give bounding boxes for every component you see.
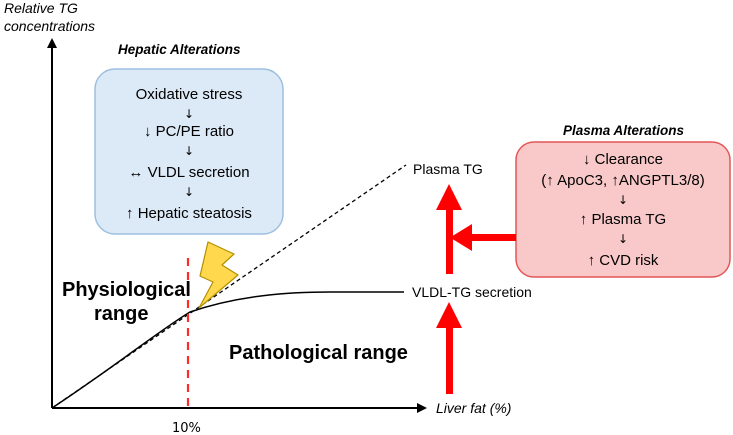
plasma-box <box>515 141 731 278</box>
lightning-icon <box>198 241 239 309</box>
plasma-arrow-0: ↓ <box>618 193 628 207</box>
vldl-curve <box>51 291 404 409</box>
vldl-label: VLDL-TG secretion <box>412 284 532 300</box>
hepatic-title: Hepatic Alterations <box>118 42 241 57</box>
red-arrow-up-upper <box>436 184 462 274</box>
hepatic-item-3: ↑ Hepatic steatosis <box>126 205 252 222</box>
plasma-item-2: ↑ Plasma TG <box>580 211 666 228</box>
plasma-tg-label: Plasma TG <box>413 161 483 177</box>
plasma-item-0: ↓ Clearance <box>583 151 663 168</box>
y-axis-label-line1: Relative TG <box>4 0 78 16</box>
x-tick-10: 10% <box>172 421 201 435</box>
y-axis-label-line2: concentrations <box>4 18 95 34</box>
physiological-label-line2: range <box>94 303 148 325</box>
hepatic-arrow-1: ↓ <box>184 144 194 158</box>
hepatic-arrow-0: ↓ <box>184 107 194 121</box>
hepatic-arrow-2: ↓ <box>184 185 194 199</box>
hepatic-item-1: ↓ PC/PE ratio <box>144 123 234 140</box>
red-arrow-up-lower <box>436 302 462 394</box>
hepatic-box <box>94 68 284 235</box>
x-axis-label: Liver fat (%) <box>436 400 511 416</box>
plasma-title: Plasma Alterations <box>563 123 685 138</box>
red-arrow-left <box>450 224 516 251</box>
physiological-label-line1: Physiological <box>62 279 191 301</box>
pathological-label: Pathological range <box>229 342 408 364</box>
plasma-item-1: (↑ ApoC3, ↑ANGPTL3/8) <box>541 172 704 189</box>
plasma-item-3: ↑ CVD risk <box>588 252 659 269</box>
plasma-arrow-1: ↓ <box>618 232 628 246</box>
hepatic-item-0: Oxidative stress <box>136 86 243 103</box>
hepatic-item-2: ↔ VLDL secretion <box>128 164 249 181</box>
